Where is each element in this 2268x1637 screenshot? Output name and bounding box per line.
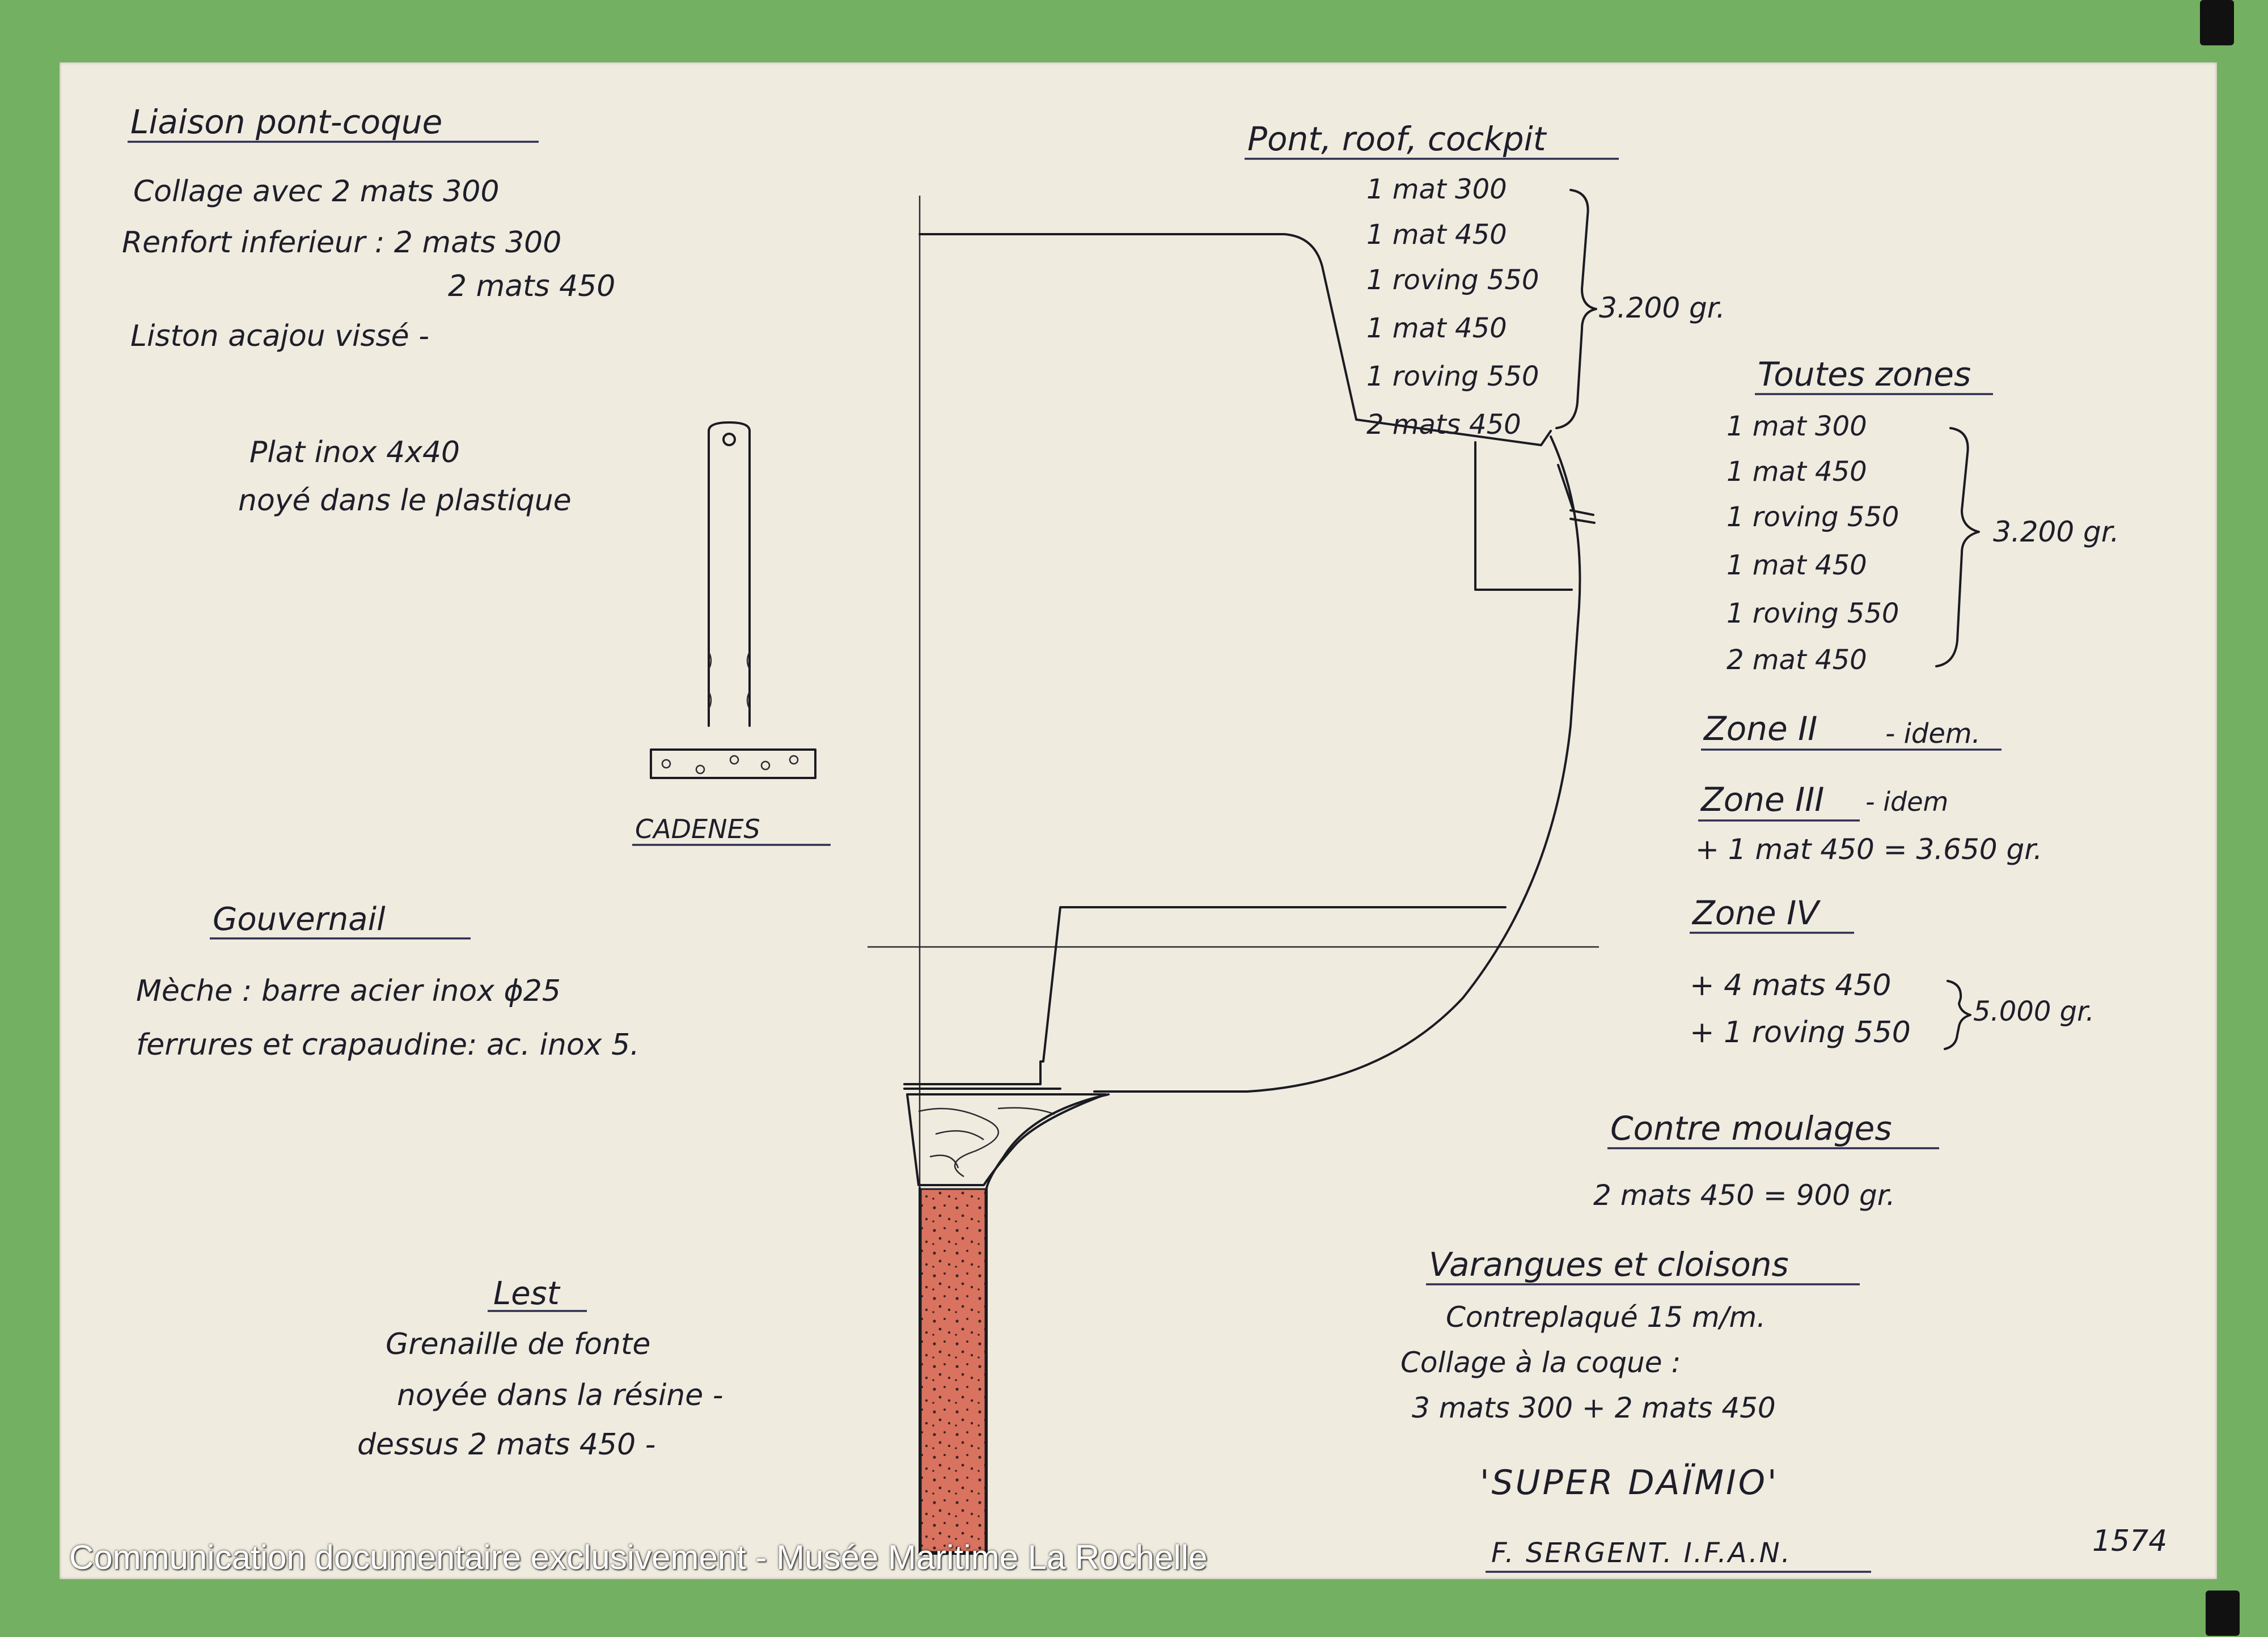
boat-name: 'SUPER DAÏMIO' [1480,1462,1779,1503]
toutes-item-5: 1 roving 550 [1727,598,1899,629]
pont-item-2: 1 mat 450 [1366,219,1507,251]
toutes-item-2: 1 mat 450 [1727,456,1867,488]
pont-item-6: 2 mats 450 [1366,409,1521,441]
liaison-line-2: Renfort inferieur : 2 mats 300 [122,226,561,260]
wood-floor-block [906,1093,1107,1186]
pont-item-5: 1 roving 550 [1366,361,1539,392]
plat-line-1: Plat inox 4x40 [249,435,460,469]
pont-item-1: 1 mat 300 [1366,174,1507,205]
zone4-title: Zone IV [1691,894,1821,932]
plat-line-2: noyé dans le plastique [238,484,572,518]
toutes-item-4: 1 mat 450 [1727,549,1867,581]
liaison-title: Liaison pont-coque [130,103,442,141]
varangues-line-3: 3 mats 300 + 2 mats 450 [1412,1391,1776,1424]
toutes-brace [1935,427,1980,667]
varangues-line-2: Collage à la coque : [1400,1346,1681,1379]
lest-title: Lest [493,1275,561,1312]
zone4-brace [1944,980,1971,1050]
pont-item-4: 1 mat 450 [1366,312,1507,344]
lest-line-2: noyée dans la résine - [397,1378,723,1412]
liaison-line-4: Liston acajou vissé - [130,319,429,353]
varangues-title: Varangues et cloisons [1429,1245,1789,1284]
zone3-suffix: - idem [1865,786,1948,817]
gouvernail-line-2: ferrures et crapaudine: ac. inox 5. [136,1028,640,1062]
zone4-item-1: + 4 mats 450 [1690,968,1892,1002]
chainplate-drawing [650,421,816,779]
liston-rubbing-strip [1557,464,1596,524]
liaison-line-1: Collage avec 2 mats 300 [133,175,500,209]
pont-item-3: 1 roving 550 [1366,264,1539,296]
contre-line: 2 mats 450 = 900 gr. [1593,1179,1895,1212]
toutes-total: 3.200 gr. [1993,515,2119,548]
toutes-item-1: 1 mat 300 [1727,411,1867,442]
gouvernail-title: Gouvernail [213,901,386,938]
deck-roof-profile [919,233,1552,446]
binder-clip-top [2200,0,2234,45]
binder-clip-bottom [2206,1591,2240,1636]
pont-total: 3.200 gr. [1599,291,1725,324]
archive-watermark: Communication documentaire exclusivement… [69,1538,1208,1576]
toutes-title: Toutes zones [1758,355,1971,394]
zone2-suffix: - idem. [1885,718,1981,750]
zone2-title: Zone II [1703,709,1817,748]
pont-title: Pont, roof, cockpit [1247,120,1547,158]
designer-credit: F. SERGENT. I.F.A.N. [1491,1537,1792,1569]
zone3-title: Zone III [1700,780,1824,819]
liaison-line-3: 2 mats 450 [448,269,615,303]
cockpit-well [1474,441,1573,591]
toutes-item-6: 2 mat 450 [1727,644,1867,676]
lead-ballast-fill [920,1188,987,1553]
contre-title: Contre moulages [1610,1109,1892,1148]
wood-grain [918,1107,1055,1178]
cadenes-label: CADENES [635,814,760,844]
gouvernail-line-1: Mèche : barre acier inox ϕ25 [136,974,561,1008]
lest-line-1: Grenaille de fonte [386,1327,650,1361]
internal-floor-berth [903,906,1507,1085]
varangues-line-1: Contreplaqué 15 m/m. [1446,1301,1766,1334]
hull-outer-skin [1093,435,1581,1093]
sheet-number: 1574 [2092,1524,2167,1558]
keel-fin-outline [919,1093,1110,1555]
zone4-item-2: + 1 roving 550 [1690,1016,1911,1050]
zone3-line: + 1 mat 450 = 3.650 gr. [1695,833,2042,866]
toutes-item-3: 1 roving 550 [1727,501,1899,533]
pont-brace [1555,189,1597,429]
zone4-total: 5.000 gr. [1973,996,2094,1027]
lest-line-3: dessus 2 mats 450 - [357,1428,655,1462]
